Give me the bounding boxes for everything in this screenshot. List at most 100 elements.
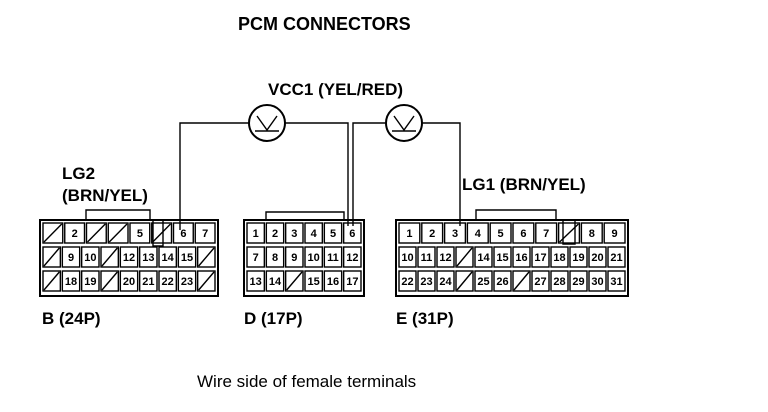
terminal-cavity xyxy=(607,270,626,292)
terminal-cavity xyxy=(580,222,603,244)
terminal-cavity xyxy=(417,246,436,268)
terminal-number: 15 xyxy=(181,252,193,264)
terminal-cavity xyxy=(607,246,626,268)
caption: Wire side of female terminals xyxy=(197,372,416,391)
terminal-cavity xyxy=(531,270,550,292)
terminal-cavity xyxy=(455,270,474,292)
terminal-number: 5 xyxy=(137,228,143,240)
blank-terminal-mark xyxy=(152,223,171,243)
terminal-number: 22 xyxy=(162,276,174,288)
terminal-cavity xyxy=(417,270,436,292)
terminal-cavity xyxy=(61,246,81,268)
terminal-cavity xyxy=(265,270,285,292)
terminal-number: 10 xyxy=(401,252,413,264)
terminal-cavity xyxy=(265,222,285,244)
terminal-cavity xyxy=(158,270,178,292)
terminal-number: 23 xyxy=(420,276,432,288)
blank-terminal-mark xyxy=(101,271,118,291)
terminal-cavity xyxy=(474,270,493,292)
probe-wires xyxy=(179,122,461,230)
terminal-cavity xyxy=(246,270,266,292)
terminal-cavity xyxy=(177,270,197,292)
terminal-number: 8 xyxy=(272,252,278,264)
terminal-number: 2 xyxy=(72,228,78,240)
terminal-number: 14 xyxy=(269,276,282,288)
terminal-number: 6 xyxy=(180,228,186,240)
terminal-cavity xyxy=(323,246,343,268)
terminal-cavity xyxy=(265,246,285,268)
terminal-cavity xyxy=(304,270,324,292)
terminal-cavity xyxy=(177,246,197,268)
terminal-cavity xyxy=(85,222,107,244)
terminal-cavity xyxy=(512,222,535,244)
terminal-cavity xyxy=(398,270,417,292)
terminal-number: 9 xyxy=(612,228,618,240)
terminal-number: 12 xyxy=(439,252,451,264)
terminal-number: 14 xyxy=(477,252,490,264)
blank-terminal-mark xyxy=(43,223,63,243)
terminal-cavity xyxy=(138,246,158,268)
terminal-cavity xyxy=(342,222,362,244)
terminal-number: 6 xyxy=(349,228,355,240)
terminal-cavity xyxy=(138,270,158,292)
terminal-cavity xyxy=(42,246,62,268)
terminal-number: 1 xyxy=(253,228,259,240)
diagram-title: PCM CONNECTORS xyxy=(238,14,411,34)
terminal-number: 25 xyxy=(477,276,489,288)
terminal-cavity xyxy=(588,246,607,268)
terminal-number: 12 xyxy=(123,252,135,264)
terminal-cavity xyxy=(158,246,178,268)
blank-terminal-mark xyxy=(559,223,579,243)
terminal-cavity xyxy=(474,246,493,268)
terminal-cavity xyxy=(512,270,531,292)
terminal-number: 5 xyxy=(498,228,504,240)
terminal-cavity xyxy=(284,246,304,268)
terminal-number: 7 xyxy=(253,252,259,264)
terminal-cavity xyxy=(323,270,343,292)
terminal-number: 11 xyxy=(421,252,433,264)
terminal-cavity xyxy=(436,246,455,268)
terminal-number: 16 xyxy=(515,252,527,264)
lg2-label-line1: LG2 xyxy=(62,164,95,183)
terminal-number: 11 xyxy=(327,252,339,264)
terminal-cavity xyxy=(80,270,100,292)
terminal-number: 28 xyxy=(553,276,565,288)
terminal-number: 20 xyxy=(123,276,135,288)
terminal-cavity xyxy=(246,222,266,244)
blank-terminal-mark xyxy=(286,271,303,291)
terminal-cavity xyxy=(119,270,139,292)
terminal-cavity xyxy=(436,270,455,292)
blank-terminal-mark xyxy=(198,247,215,267)
terminal-number: 15 xyxy=(496,252,508,264)
blank-terminal-mark xyxy=(43,247,60,267)
terminal-cavity xyxy=(172,222,194,244)
terminal-number: 18 xyxy=(553,252,565,264)
terminal-cavity xyxy=(550,270,569,292)
terminal-cavity xyxy=(588,270,607,292)
terminal-number: 1 xyxy=(406,228,412,240)
terminal-cavity xyxy=(569,246,588,268)
terminal-number: 2 xyxy=(429,228,435,240)
terminal-cavity xyxy=(421,222,444,244)
terminal-cavity xyxy=(42,270,62,292)
terminal-number: 13 xyxy=(250,276,262,288)
terminal-number: 5 xyxy=(330,228,336,240)
terminal-number: 22 xyxy=(401,276,413,288)
terminal-cavity xyxy=(557,222,581,244)
blank-terminal-mark xyxy=(456,271,473,291)
terminal-number: 10 xyxy=(84,252,96,264)
connector-d-label: D (17P) xyxy=(244,309,303,328)
terminal-cavity xyxy=(466,222,489,244)
terminal-cavity xyxy=(64,222,86,244)
terminal-cavity xyxy=(119,246,139,268)
terminal-cavity xyxy=(489,222,512,244)
terminal-number: 12 xyxy=(346,252,358,264)
terminal-cavity xyxy=(129,222,151,244)
connector-b-label: B (24P) xyxy=(42,309,101,328)
terminal-number: 29 xyxy=(572,276,584,288)
blank-terminal-mark xyxy=(43,271,60,291)
terminal-cavity xyxy=(42,222,64,244)
terminal-number: 2 xyxy=(272,228,278,240)
terminal-number: 4 xyxy=(475,228,482,240)
